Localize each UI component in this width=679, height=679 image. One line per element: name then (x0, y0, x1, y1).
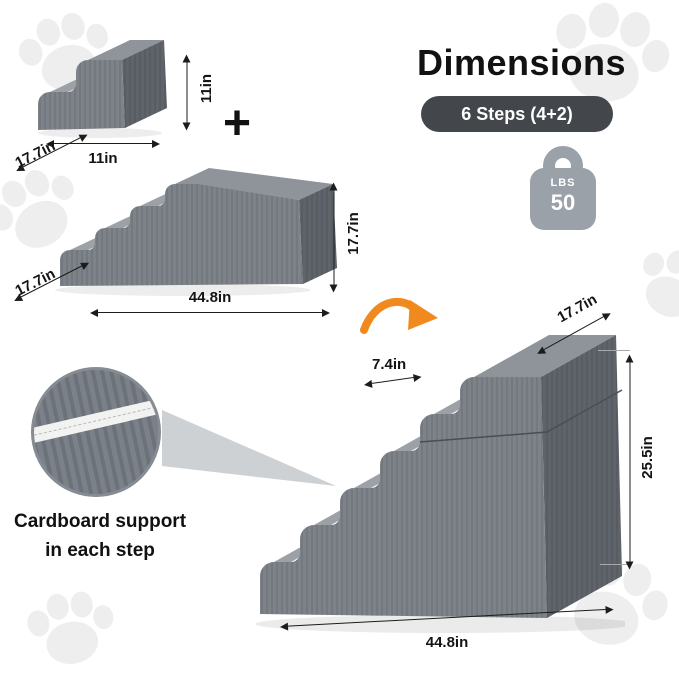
cardboard-support-strip (34, 394, 158, 445)
plus-sign: + (222, 97, 252, 150)
callout-line2: in each step (45, 540, 155, 562)
ramp-illustration (55, 168, 337, 296)
weight-unit: LBS (550, 177, 576, 189)
paw-print-icon (27, 591, 114, 664)
cardboard-callout: Cardboard support in each step (5, 507, 195, 566)
ramp-height-arrow (330, 182, 339, 293)
ramp-length-label: 44.8in (188, 289, 232, 306)
curved-orange-arrow-icon (360, 297, 438, 334)
main-stair-height-label: 25.5in (638, 436, 656, 479)
small-stair-width-arrow (46, 139, 160, 148)
callout-line1: Cardboard support (13, 511, 187, 532)
paw-print-icon (0, 170, 74, 248)
weight-capacity-icon: LBS 50 (530, 146, 596, 230)
extension-line (598, 350, 630, 351)
magnifier-beam (162, 410, 336, 486)
main-stair-step-depth-label: 7.4in (372, 356, 407, 373)
extension-line (600, 564, 630, 565)
magnifier-detail-circle (31, 367, 161, 497)
small-stair-height-label: 11in (198, 73, 216, 103)
steps-badge: 6 Steps (4+2) (421, 96, 613, 132)
kettlebell-body: LBS 50 (530, 168, 596, 230)
paw-print-icon (18, 12, 108, 91)
ramp-height-label: 17.7in (344, 211, 362, 255)
main-stair-length-label: 44.8in (425, 634, 469, 651)
main-stair-illustration (255, 335, 625, 633)
weight-value: 50 (550, 190, 576, 215)
ramp-length-arrow (90, 308, 330, 317)
paw-print-icon (556, 2, 670, 102)
page-title: Dimensions (417, 42, 627, 83)
paw-print-icon (643, 250, 679, 318)
small-stair-illustration (38, 40, 167, 138)
main-stair-height-arrow (626, 354, 635, 570)
small-stair-height-arrow (183, 54, 192, 131)
small-stair-width-label: 11in (88, 150, 118, 167)
